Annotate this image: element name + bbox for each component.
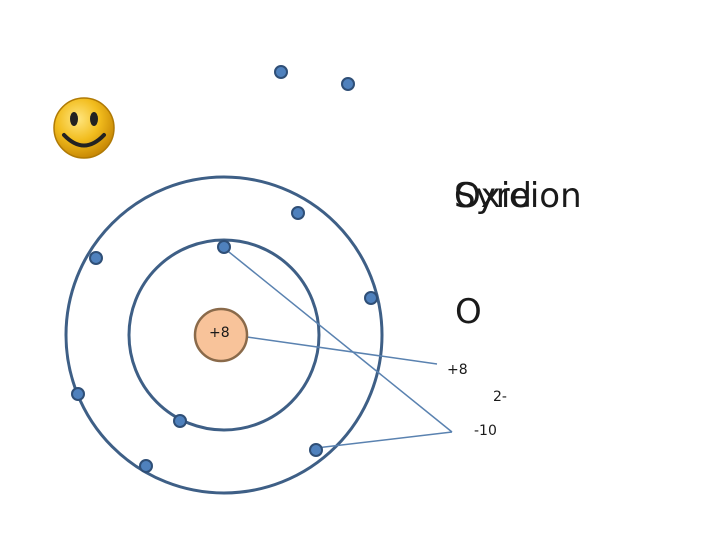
electron (275, 66, 287, 78)
electron (292, 207, 304, 219)
extra-electrons (275, 66, 354, 90)
electron (140, 460, 152, 472)
nucleus-charge-label: +8 (209, 325, 230, 341)
electron (90, 252, 102, 264)
electron (365, 292, 377, 304)
proton-count-label: +8 (447, 362, 468, 378)
ion-charge: 2- (493, 389, 507, 405)
electron (342, 78, 354, 90)
electron-count-label: -10 (474, 423, 497, 439)
smiley-face-icon (54, 98, 114, 158)
electron (310, 444, 322, 456)
electron (218, 241, 230, 253)
electron (72, 388, 84, 400)
element-symbol: O (455, 292, 482, 332)
pointer-lines (224, 248, 452, 448)
electron (174, 415, 186, 427)
title-syreion: Syreion (454, 176, 582, 216)
